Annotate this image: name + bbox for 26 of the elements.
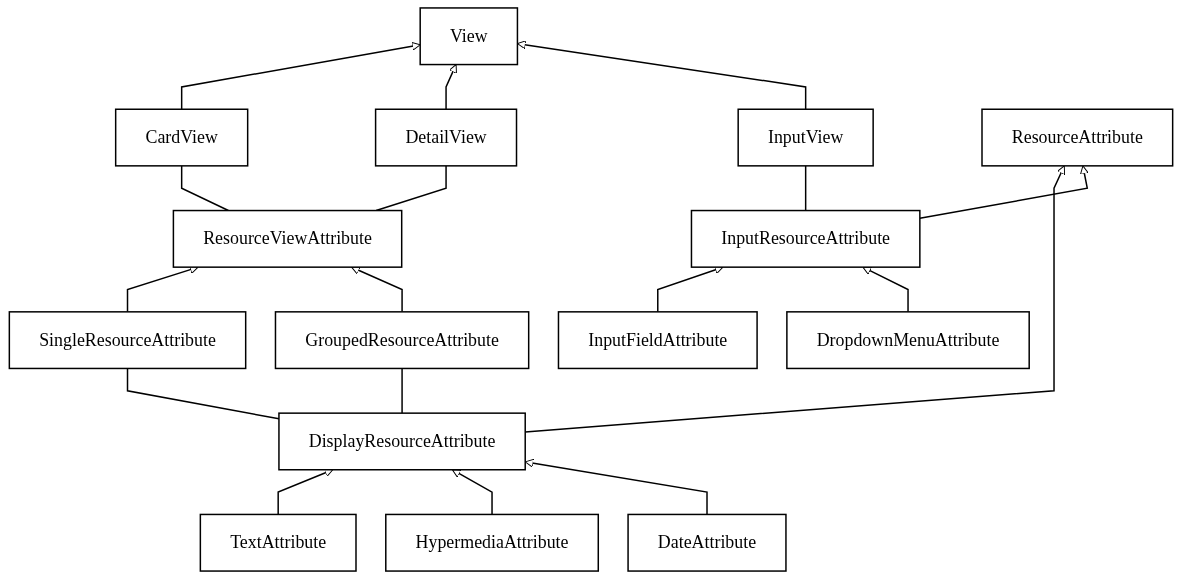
node-box: InputView <box>737 108 874 167</box>
node-box: DisplayResourceAttribute <box>278 412 526 471</box>
node-box: HypermediaAttribute <box>385 513 600 572</box>
node-box: DetailView <box>374 108 518 167</box>
arrow <box>445 64 457 110</box>
connector <box>401 367 403 414</box>
arrow <box>351 266 403 313</box>
arrow <box>862 266 909 313</box>
arrow <box>919 165 1089 220</box>
arrow <box>180 41 421 110</box>
connector <box>375 165 447 212</box>
arrow <box>277 468 334 516</box>
node-box: View <box>419 7 519 66</box>
node-box: ResourceAttribute <box>981 108 1174 167</box>
node-box: CardView <box>114 108 249 167</box>
node-box: InputResourceAttribute <box>690 209 921 268</box>
connector <box>180 165 230 212</box>
node-box: InputFieldAttribute <box>557 311 758 370</box>
node-box: TextAttribute <box>199 513 357 572</box>
node-box: SingleResourceAttribute <box>8 311 247 370</box>
node-box: DateAttribute <box>627 513 787 572</box>
node-box: GroupedResourceAttribute <box>274 311 530 370</box>
node-box: ResourceViewAttribute <box>172 209 403 268</box>
arrow <box>451 469 493 516</box>
node-box: DropdownMenuAttribute <box>786 311 1030 370</box>
connector <box>804 165 807 212</box>
